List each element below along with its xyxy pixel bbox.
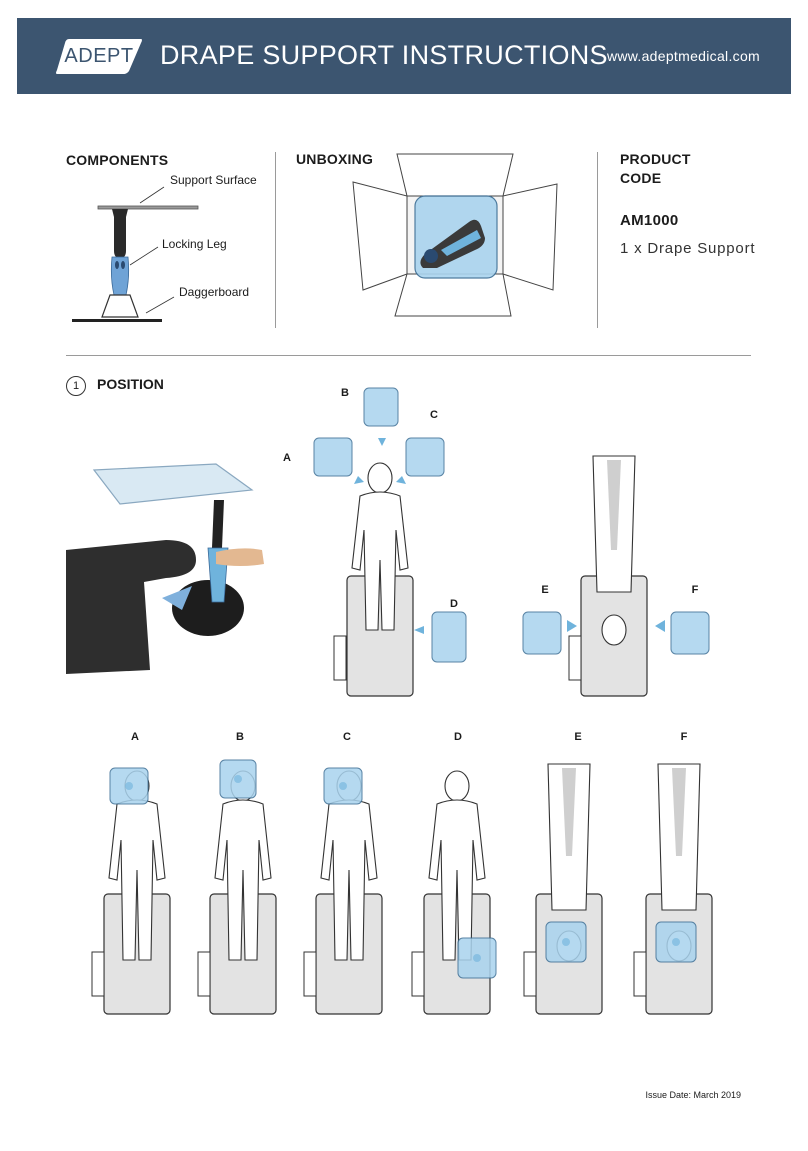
position-overview-head-up [313, 387, 467, 697]
overview-label-b: B [341, 387, 349, 399]
components-diagram [72, 186, 199, 322]
view-label-d: D [454, 731, 462, 743]
view-label-f: F [680, 731, 688, 743]
position-view-a [91, 767, 171, 1015]
product-photo [66, 463, 264, 674]
position-view-e [523, 763, 603, 1015]
logo-shape [56, 39, 142, 74]
view-label-c: C [343, 731, 351, 743]
unboxing-heading: UNBOXING [296, 151, 374, 167]
product-code: AM1000 [620, 212, 679, 229]
view-label-a: A [131, 731, 139, 743]
overview-label-a: A [283, 452, 291, 464]
product-heading-line2: CODE [620, 170, 662, 186]
view-label-b: B [236, 731, 244, 743]
components-heading: COMPONENTS [66, 152, 169, 168]
column-divider-2 [597, 152, 598, 328]
product-description: 1 x Drape Support [620, 240, 756, 257]
locking-leg-lower [110, 256, 130, 296]
column-divider-1 [275, 152, 276, 328]
locking-leg-label: Locking Leg [162, 237, 227, 251]
adept-logo: ADEPT [55, 37, 143, 75]
issue-date: Issue Date: March 2019 [645, 1090, 741, 1100]
overview-label-c: C [430, 409, 438, 421]
position-overview-head-down [522, 455, 710, 697]
section-divider [66, 355, 751, 356]
daggerboard-shape [72, 319, 162, 322]
header-banner: ADEPT DRAPE SUPPORT INSTRUCTIONS www.ade… [17, 18, 791, 94]
position-title: POSITION [97, 376, 164, 392]
website-url[interactable]: www.adeptmedical.com [606, 48, 760, 64]
overview-label-f: F [691, 584, 699, 596]
support-surface-shape [97, 205, 199, 210]
overview-label-e: E [541, 584, 549, 596]
position-view-f [633, 763, 713, 1015]
unboxing-diagram [352, 153, 558, 317]
step-number-badge: 1 [66, 376, 86, 396]
position-view-d [411, 770, 497, 1015]
support-surface-label: Support Surface [170, 173, 257, 187]
position-view-b [197, 759, 277, 1015]
locking-leg-upper [112, 209, 128, 257]
daggerboard-label: Daggerboard [179, 285, 250, 299]
logo-text: ADEPT [64, 45, 134, 67]
position-view-c [303, 767, 383, 1015]
product-heading-line1: PRODUCT [620, 151, 691, 167]
page-title: DRAPE SUPPORT INSTRUCTIONS [160, 40, 608, 70]
view-label-e: E [574, 731, 582, 743]
overview-label-d: D [450, 598, 458, 610]
